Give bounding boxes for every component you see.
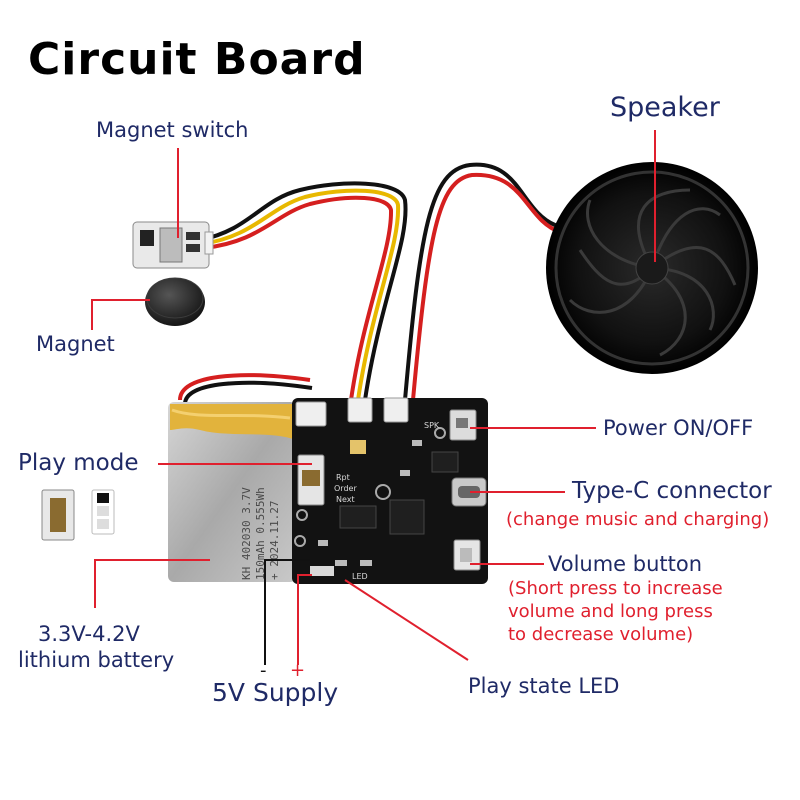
label-minus: - [260, 660, 267, 681]
label-typec: Type-C connector [572, 478, 772, 504]
label-typec-note: (change music and charging) [506, 509, 770, 530]
pointer-lines [91, 130, 656, 665]
page-title: Circuit Board [28, 34, 366, 85]
magnet-switch-module [132, 221, 214, 269]
label-supply: 5V Supply [212, 678, 339, 707]
silk-rpt: Rpt [336, 473, 350, 482]
label-volume-note-3: to decrease volume) [508, 624, 694, 645]
label-volume: Volume button [548, 552, 703, 576]
label-play-state-led: Play state LED [468, 674, 620, 698]
battery-print-2: 150mAh 0.555Wh [254, 487, 267, 580]
battery-lead-wire [178, 373, 311, 401]
silk-order: Order [334, 484, 357, 493]
label-power: Power ON/OFF [603, 416, 754, 440]
label-volume-note-2: volume and long press [508, 601, 713, 622]
magnet-disc [145, 278, 205, 326]
label-magnet-switch: Magnet switch [96, 118, 249, 142]
label-plus: + [290, 660, 306, 681]
lithium-battery: KH 402030 3.7V 150mAh 0.555Wh + 2024.11.… [168, 402, 296, 582]
label-magnet: Magnet [36, 332, 115, 356]
battery-print-3: + 2024.11.27 [268, 501, 281, 580]
circuit-board: Rpt Order Next LED SPK [292, 397, 488, 584]
silk-led: LED [352, 572, 368, 581]
label-speaker: Speaker [610, 92, 720, 123]
speaker [546, 162, 758, 374]
label-battery-type: lithium battery [18, 648, 175, 672]
label-play-mode: Play mode [18, 450, 139, 476]
silk-spk: SPK [424, 421, 440, 430]
speaker-wires [403, 162, 562, 402]
battery-print-1: KH 402030 3.7V [240, 487, 253, 580]
switch-wires [198, 181, 408, 402]
label-volume-note-1: (Short press to increase [508, 578, 723, 599]
label-battery-voltage: 3.3V-4.2V [38, 622, 140, 646]
silk-next: Next [336, 495, 355, 504]
play-mode-inset [41, 489, 115, 541]
